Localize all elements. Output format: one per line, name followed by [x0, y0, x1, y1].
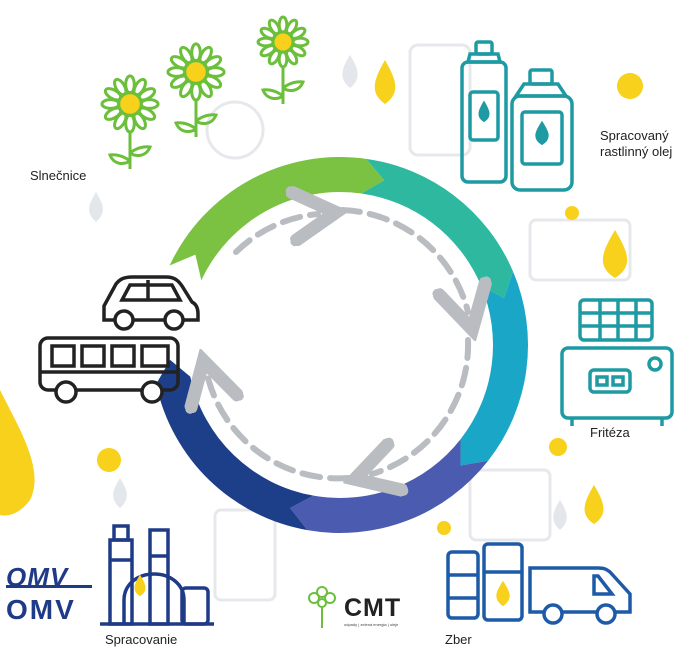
cmt-logo-text: CMT — [344, 594, 402, 622]
gray-drops — [89, 55, 567, 530]
omv-logo-mark: OMV — [6, 562, 69, 592]
car-icon — [102, 275, 200, 331]
inner-dashed-arrows — [208, 210, 468, 478]
label-processed-oil-line2: rastlinný olej — [600, 144, 673, 159]
bus-icon — [38, 336, 180, 404]
label-fryer: Fritéza — [590, 425, 630, 440]
ring-segment-fryer — [460, 271, 528, 466]
dashed-arrow-bottom — [372, 337, 472, 474]
barrels-icon — [446, 542, 524, 622]
omv-logo-text: OMV — [6, 594, 76, 625]
sunflower-icon — [100, 15, 310, 169]
omv-logo-icon — [6, 585, 92, 588]
ring-segment-collection — [290, 439, 489, 533]
background-illustrations — [205, 43, 632, 602]
label-processed-oil-line1: Spracovaný — [600, 128, 669, 143]
refinery-icon — [100, 524, 214, 626]
fryer-icon — [560, 298, 674, 426]
dashed-arrow-right — [339, 207, 468, 312]
cmt-tree-icon — [308, 586, 336, 628]
ring-segment-processing — [156, 359, 314, 531]
label-processed-oil: Spracovaný rastlinný olej — [600, 128, 672, 160]
oil-bottles-icon — [460, 40, 574, 192]
label-sunflower: Slnečnice — [30, 168, 87, 183]
ring-segment-oil — [361, 158, 514, 299]
ring-segment-sunflower — [169, 157, 385, 281]
van-icon — [528, 566, 632, 625]
yellow-drops — [0, 60, 643, 535]
cmt-logo-tagline: odpady | zelená energia | oleje — [344, 622, 399, 627]
dashed-arrow-top — [233, 214, 318, 255]
label-processing: Spracovanie — [105, 632, 178, 647]
dashed-arrow-left — [208, 378, 351, 482]
label-collection: Zber — [445, 632, 472, 647]
